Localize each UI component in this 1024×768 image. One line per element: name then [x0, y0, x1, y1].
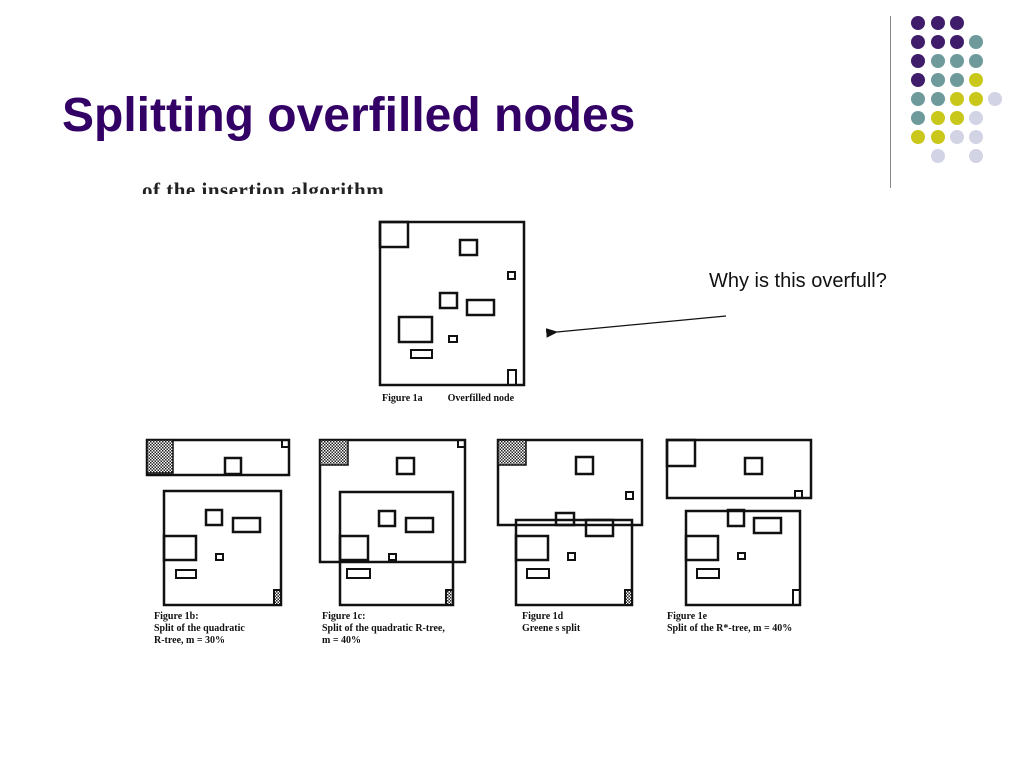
figure-1a-diagram — [378, 220, 526, 387]
decorative-dot — [950, 111, 964, 125]
decorative-dot — [950, 130, 964, 144]
figure-1b-caption: Figure 1b: Split of the quadratic R-tree… — [154, 611, 245, 647]
overfilled-node-boundary — [378, 220, 526, 387]
decorative-dot — [931, 35, 945, 49]
entry-rect — [507, 271, 516, 280]
slide-title: Splitting overfilled nodes — [62, 89, 636, 142]
decorative-dot — [911, 92, 925, 106]
entry-rect — [458, 238, 479, 257]
decorative-dot — [969, 111, 983, 125]
cropped-caption-text: of the insertion algorithm — [142, 178, 385, 194]
entry-rect — [410, 349, 433, 359]
decorative-dot — [969, 35, 983, 49]
decorative-dot — [931, 73, 945, 87]
decorative-dot — [931, 149, 945, 163]
figure-1b-id: Figure 1b: — [154, 611, 199, 622]
figure-1b-line-2: R-tree, m = 30% — [154, 635, 226, 646]
figure-1a-caption: Figure 1a Overfilled node — [382, 393, 514, 405]
decorative-dot — [969, 149, 983, 163]
figure-1c-line-2: m = 40% — [322, 635, 362, 646]
figure-1b-diagram — [145, 438, 291, 607]
decorative-dot-grid — [911, 16, 1002, 163]
entry-rect — [465, 298, 496, 317]
decorative-dot — [911, 130, 925, 144]
decorative-dot — [988, 92, 1002, 106]
figure-1e-caption: Figure 1e Split of the R*-tree, m = 40% — [667, 611, 792, 635]
decorative-dot — [911, 54, 925, 68]
figure-1c-line-1: Split of the quadratic R-tree, — [322, 623, 445, 634]
figure-1d-line-1: Greene s split — [522, 623, 581, 634]
figure-1d-caption: Figure 1d Greene s split — [522, 611, 580, 635]
decorative-dot — [969, 130, 983, 144]
decorative-dot — [911, 16, 925, 30]
figure-1b-line-1: Split of the quadratic — [154, 623, 245, 634]
decorative-dot — [950, 54, 964, 68]
decorative-dot — [969, 92, 983, 106]
decorative-dot — [931, 16, 945, 30]
decorative-dot — [931, 54, 945, 68]
figure-1e-id: Figure 1e — [667, 611, 708, 622]
entry-rect — [397, 315, 434, 344]
decorative-dot — [931, 111, 945, 125]
figure-1d-id: Figure 1d — [522, 611, 564, 622]
annotation-arrow — [545, 315, 727, 338]
entry-rect — [507, 369, 517, 386]
figure-1c-id: Figure 1c: — [322, 611, 366, 622]
decorative-dot — [931, 92, 945, 106]
decorative-dot — [911, 111, 925, 125]
decorative-dot — [911, 73, 925, 87]
decorative-dot — [950, 92, 964, 106]
figure-1c-diagram — [318, 438, 467, 607]
figure-1a-id: Figure 1a — [382, 393, 423, 404]
overfull-question: Why is this overfull? — [709, 270, 887, 292]
figure-1a-desc: Overfilled node — [447, 393, 515, 404]
decorative-dot — [950, 35, 964, 49]
figure-1e-line-1: Split of the R*-tree, m = 40% — [667, 623, 793, 634]
entry-rect — [448, 335, 458, 343]
decorative-dot — [931, 130, 945, 144]
entry-rect — [438, 291, 459, 310]
decorative-dot — [911, 35, 925, 49]
decorative-dot — [969, 54, 983, 68]
decorative-dot — [950, 16, 964, 30]
entry-rect — [378, 220, 410, 249]
header-divider — [890, 16, 891, 188]
figure-1c-caption: Figure 1c: Split of the quadratic R-tree… — [322, 611, 445, 647]
figure-1d-diagram — [496, 438, 644, 607]
decorative-dot — [950, 73, 964, 87]
figure-1e-diagram — [665, 438, 813, 607]
decorative-dot — [969, 73, 983, 87]
